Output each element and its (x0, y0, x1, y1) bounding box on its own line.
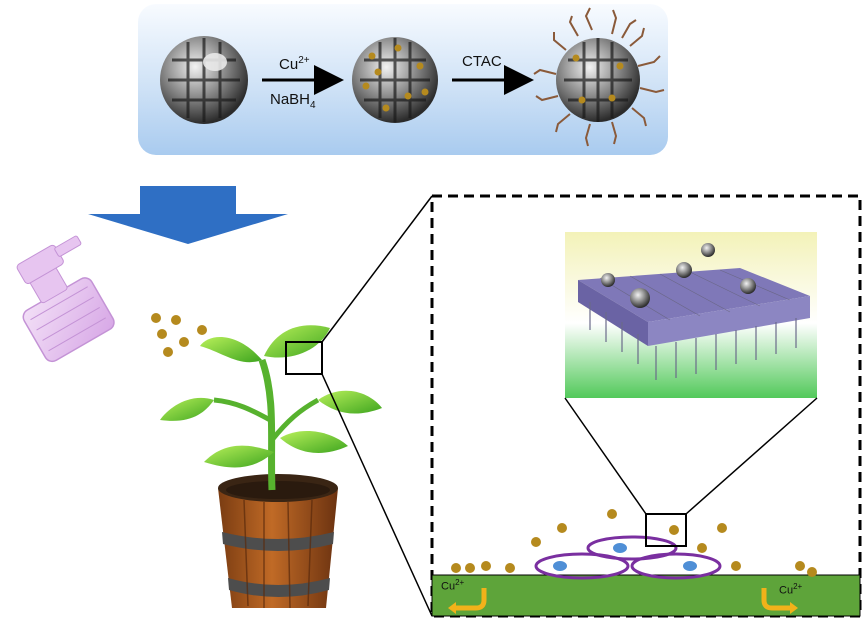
zoom-line-bottom (321, 373, 433, 617)
ion-return-arrow-left (456, 588, 487, 611)
spray-particles (151, 313, 207, 357)
surface-particles (451, 509, 817, 577)
zoom-line-top (321, 195, 433, 343)
cu-ion-label-right: Cu2+ (779, 582, 803, 597)
inset-line-left (564, 397, 647, 515)
inset-line-right (685, 397, 818, 515)
cu-loaded-nanosphere (352, 37, 438, 123)
bare-nanosphere (160, 36, 248, 124)
reagent-nabh4-label: NaBH4 (270, 91, 316, 111)
reagent-cu-label: Cu2+ (279, 55, 310, 73)
membrane-inset (565, 232, 817, 398)
spray-bottle (16, 235, 115, 363)
surface-zoom-box (645, 513, 687, 547)
ctac-coated-nanosphere (533, 7, 665, 147)
big-down-arrow (88, 186, 288, 244)
cu-ion-label-left: Cu2+ (441, 578, 465, 593)
surface-cells (534, 535, 722, 580)
potted-plant (160, 325, 382, 609)
ion-return-arrow-right (761, 588, 790, 611)
reagent-ctac-label: CTAC (462, 53, 502, 70)
leaf-zoom-box (285, 341, 323, 375)
